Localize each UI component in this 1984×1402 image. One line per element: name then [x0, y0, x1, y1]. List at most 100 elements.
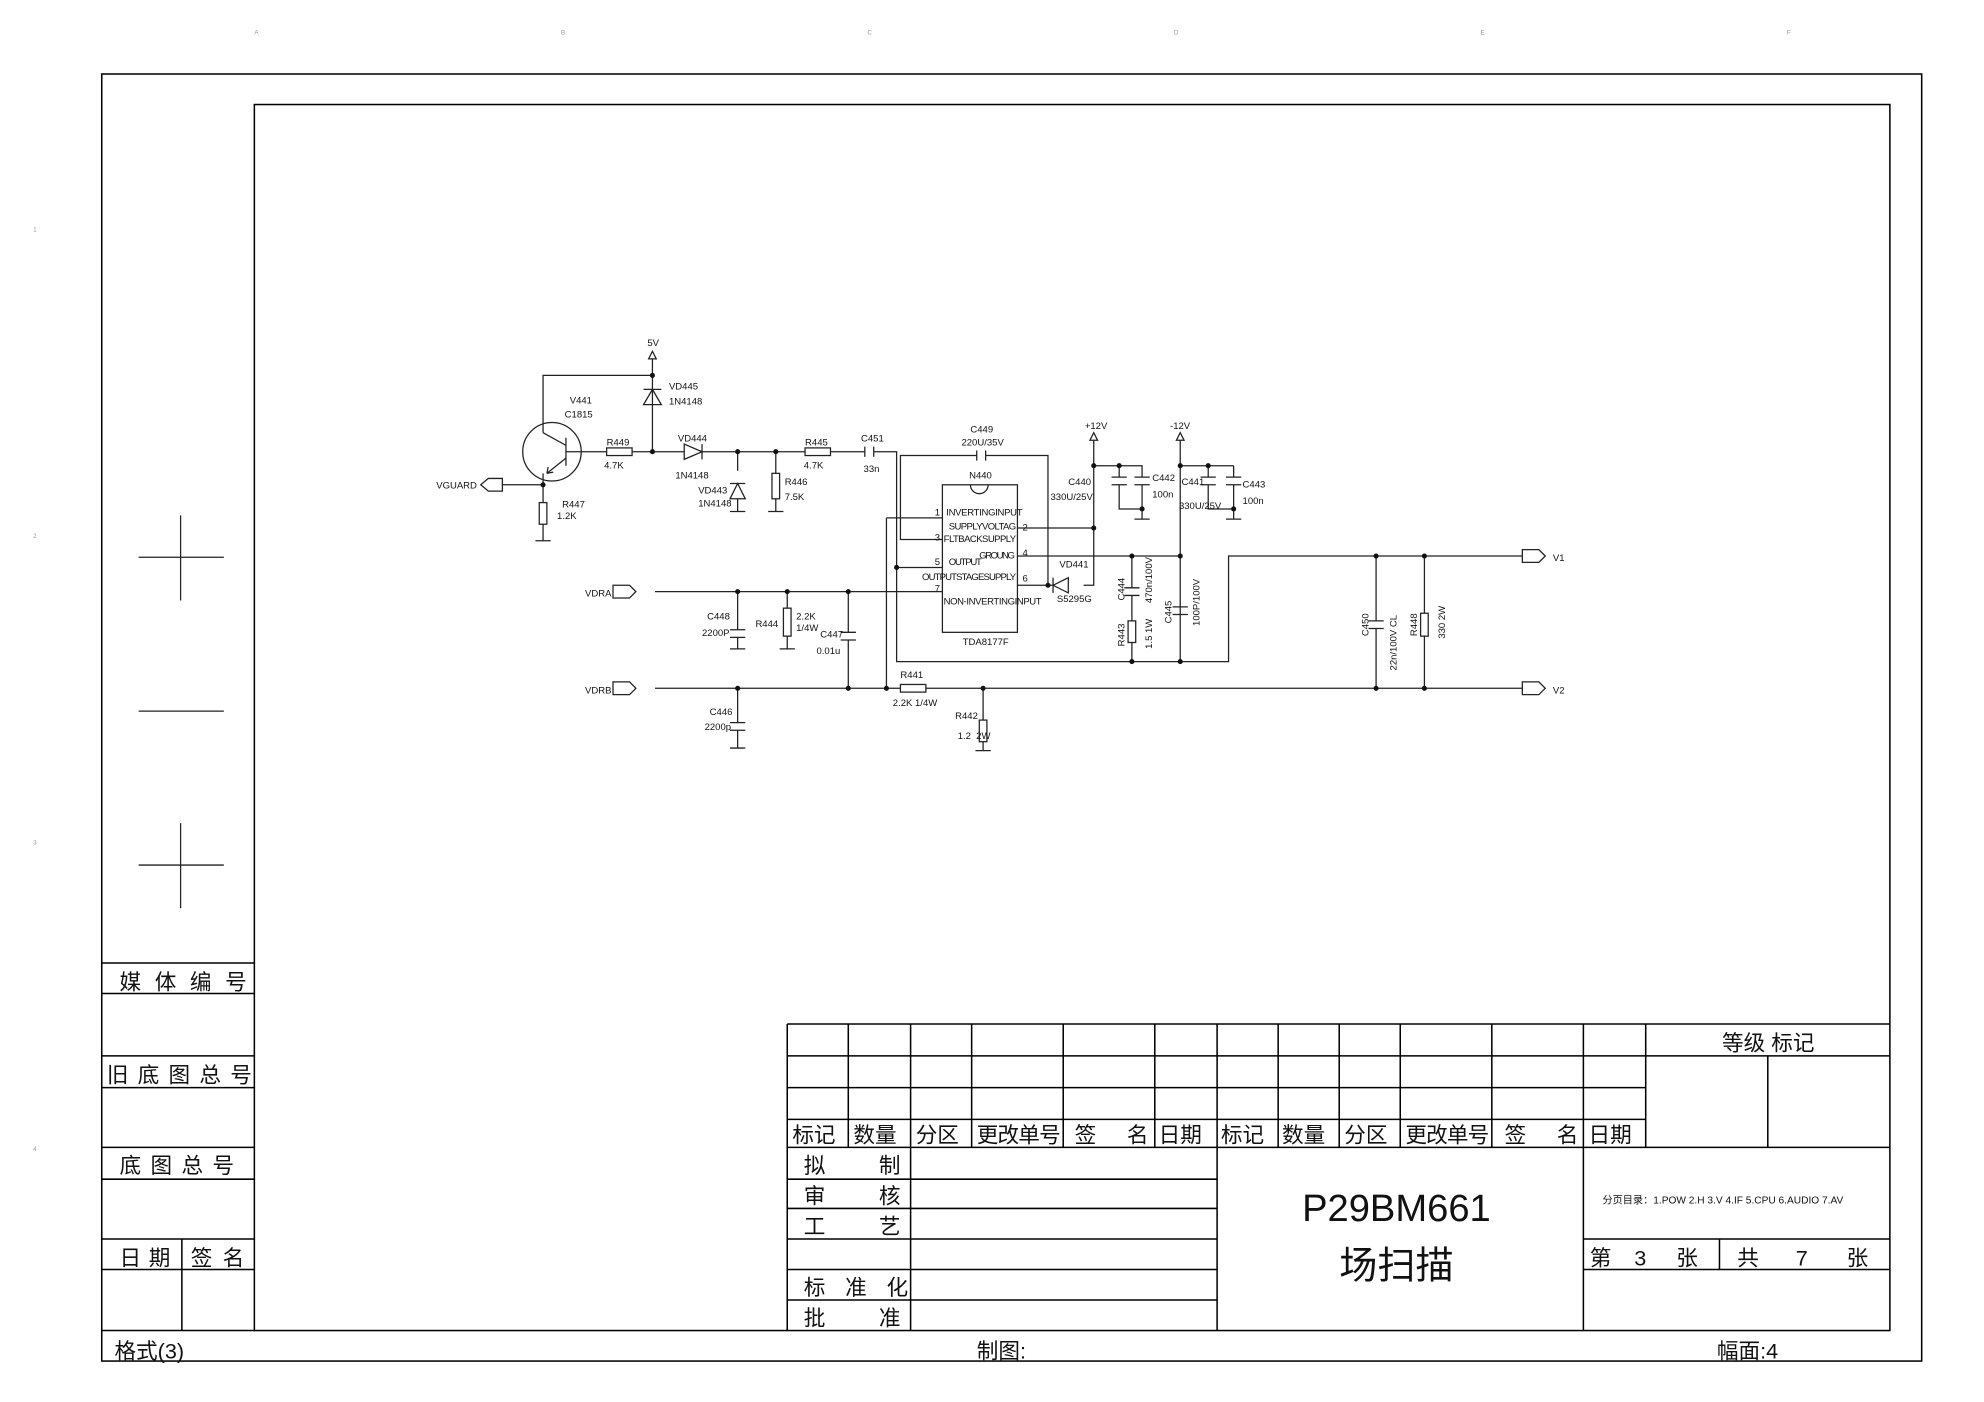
sheet-no-label: 第 [1590, 1246, 1612, 1271]
pin-number: 6 [1023, 573, 1028, 584]
drawn-label: 制图: [977, 1339, 1026, 1364]
rev-header: 标记 [1221, 1122, 1264, 1147]
pin-name: GROUNG [979, 551, 1015, 562]
role-label: 批 准 [804, 1305, 901, 1330]
rev-header: 分区 [916, 1122, 959, 1147]
c443-value: 100n [1243, 496, 1264, 507]
media-no-label: 媒体编号 [120, 970, 247, 995]
c449-value: 220U/35V [961, 437, 1004, 448]
r448-value: 330 2W [1437, 606, 1448, 639]
v441-value: C1815 [565, 409, 593, 420]
r441-value: 2.2K 1/4W [893, 698, 937, 709]
c446-ref: C446 [710, 707, 733, 718]
revision-header: 标记 数量 分区 更改单号 签 名 日期 标记 数量 分区 更改单号 签 名 日… [792, 1122, 1631, 1147]
grid-col: E [1480, 30, 1484, 37]
c442-value: 100n [1152, 490, 1173, 501]
c447-value: 0.01u [816, 646, 840, 657]
c443-ref: C443 [1243, 479, 1266, 490]
v1-label: V1 [1553, 553, 1565, 564]
role-label: 拟 制 [804, 1153, 901, 1178]
rev-header: 数量 [1282, 1122, 1325, 1147]
vguard-label: VGUARD [436, 481, 477, 492]
c444-value: 470n/100V [1144, 556, 1155, 603]
model-number: P29BM661 [1302, 1187, 1491, 1230]
net-5v: 5V [647, 338, 659, 349]
r444-ref: R444 [755, 619, 778, 630]
role-label: 工 艺 [804, 1214, 901, 1239]
r447-value: 1.2K [557, 511, 577, 522]
role-label: 标 准 化 [804, 1275, 908, 1300]
r442-value: 1.2 2W [958, 731, 991, 742]
vd443-value: 1N4148 [698, 498, 731, 509]
c448-ref: C448 [707, 612, 730, 623]
grid-col: A [254, 30, 259, 37]
r443-value: 1.5 1W [1144, 619, 1155, 649]
r445-value: 4.7K [804, 460, 824, 471]
pin-name: OUTPUTSTAGESUPPLY [922, 572, 1017, 583]
pin-name: SUPPLYVOLTAG [949, 521, 1016, 532]
pin-name: INVERTINGINPUT [946, 507, 1022, 518]
r445-ref: R445 [805, 437, 828, 448]
r444-value: 2.2K [796, 612, 816, 623]
c450-value: 22n/100V CL [1388, 615, 1399, 671]
sheet-total: 7 [1796, 1246, 1808, 1271]
role-label: 审 核 [804, 1183, 901, 1208]
pin-number: 7 [935, 584, 940, 595]
footer: 格式(3) 制图: 幅面:4 [114, 1339, 1778, 1364]
pin-number: 2 [1023, 523, 1028, 534]
component-labels: 5V VD445 1N4148 V441 C1815 R449 4.7K VD4… [436, 338, 1564, 742]
grid-row: 1 [33, 227, 37, 234]
drawing-frame [100, 73, 1923, 1362]
r441-ref: R441 [900, 670, 923, 681]
pin-name: OUTPUT [949, 557, 982, 568]
grade-mark-label: 等级 标记 [1722, 1031, 1814, 1056]
r449-ref: R449 [607, 437, 630, 448]
grid-references: A B C D E F 1 2 3 4 [33, 30, 1791, 1154]
grid-row: 4 [33, 1146, 37, 1153]
sign-label: 签名 [191, 1246, 244, 1271]
sheet-unit: 张 [1676, 1246, 1698, 1271]
rev-header: 数量 [853, 1122, 896, 1147]
rev-header: 日期 [1588, 1122, 1631, 1147]
grid-col: C [867, 30, 872, 37]
pin-number: 1 [935, 507, 940, 518]
r447-ref: R447 [562, 500, 585, 511]
v441-ref: V441 [570, 395, 592, 406]
rev-header: 日期 [1159, 1122, 1202, 1147]
rev-header: 更改单号 [1405, 1122, 1489, 1147]
c446-value: 2200p [705, 722, 731, 733]
page-index: 分页目录：1.POW 2.H 3.V 4.IF 5.CPU 6.AUDIO 7.… [1602, 1194, 1843, 1206]
rev-header: 签 名 [1075, 1122, 1149, 1147]
c440-ref: C440 [1068, 477, 1091, 488]
c448-value: 2200P [702, 628, 730, 639]
r442-ref: R442 [955, 711, 978, 722]
vd444-value: 1N4148 [675, 470, 708, 481]
r444-wattage: 1/4W [796, 623, 818, 634]
net-plus-12v: +12V [1085, 421, 1108, 432]
c447-ref: C447 [820, 629, 843, 640]
vd445-value: 1N4148 [669, 397, 702, 408]
n440-value: TDA8177F [963, 637, 1009, 648]
pin-number: 4 [1023, 548, 1029, 559]
junctions [540, 372, 1427, 691]
date-label: 日期 [120, 1246, 171, 1271]
n440-ref: N440 [969, 470, 992, 481]
net-minus-12v: -12V [1170, 421, 1191, 432]
base-no-label: 底图总号 [120, 1153, 234, 1178]
grid-row: 3 [33, 840, 37, 847]
left-table: 媒体编号 旧底图总号 底图总号 日期 签名 [107, 970, 252, 1271]
sheet-total-label: 共 [1737, 1246, 1759, 1271]
rev-header: 标记 [792, 1122, 835, 1147]
c441-ref: C441 [1181, 477, 1204, 488]
vd441-ref: VD441 [1059, 559, 1088, 570]
pin-name: NON-INVERTINGINPUT [944, 596, 1042, 607]
grid-col: D [1174, 30, 1179, 37]
r446-value: 7.5K [785, 492, 805, 503]
vd444-ref: VD444 [678, 434, 708, 445]
vdrb-label: VDRB [585, 685, 611, 696]
c445-ref: C445 [1163, 601, 1174, 624]
rev-header: 更改单号 [977, 1122, 1061, 1147]
sheet-total-unit: 张 [1847, 1246, 1869, 1271]
r449-value: 4.7K [604, 460, 624, 471]
vd443-ref: VD443 [698, 486, 727, 497]
